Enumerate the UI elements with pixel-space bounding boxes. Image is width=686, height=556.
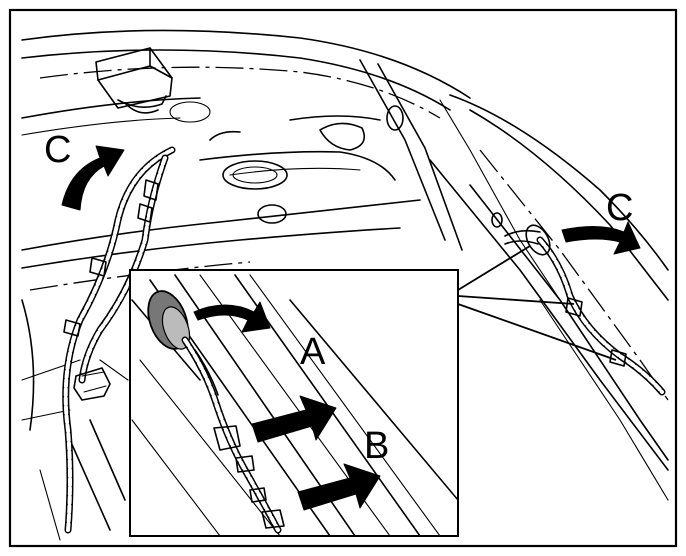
arrow-a xyxy=(251,395,337,443)
label-c-left: C xyxy=(44,129,71,171)
label-b: B xyxy=(364,425,389,467)
trunk-panel-outline xyxy=(21,29,669,541)
arrow-c-left xyxy=(61,145,125,211)
right-grommet-harness xyxy=(504,224,666,396)
left-wire-harness xyxy=(62,146,176,534)
label-a: A xyxy=(300,331,326,373)
arrow-c-right xyxy=(561,221,641,255)
inset-grommet-arrow xyxy=(193,301,271,333)
arrow-b xyxy=(297,463,381,511)
detail-inset xyxy=(129,269,459,537)
inset-callout-lines xyxy=(457,245,617,361)
label-c-right: C xyxy=(606,187,633,229)
trunk-lamp-bracket xyxy=(95,47,173,114)
